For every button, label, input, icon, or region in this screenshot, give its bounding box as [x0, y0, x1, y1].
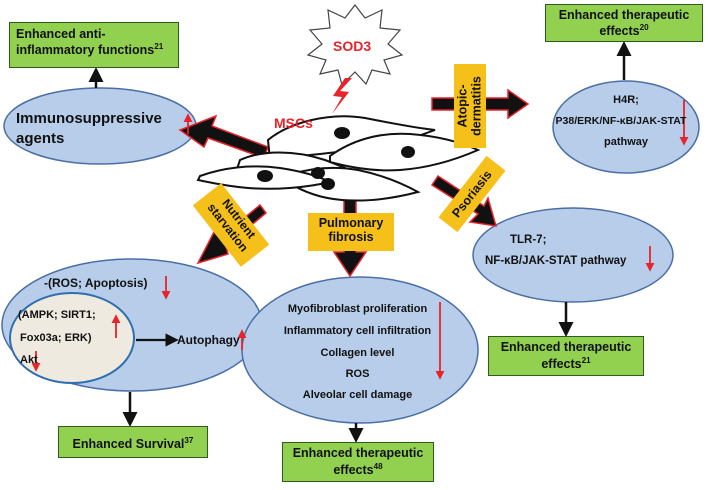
lightning-bolt — [332, 78, 352, 114]
pulmonary-outcome-line2: effects — [333, 462, 374, 477]
nutrient-inner-2: Fox03a; ERK) — [20, 332, 92, 344]
msc-nuclei — [257, 127, 415, 190]
psoriasis-outcome-line2: effects — [541, 356, 582, 371]
immuno-outcome-box: Enhanced anti- inflammatory functions21 — [9, 22, 179, 68]
atopic-pathway-ellipse — [552, 80, 700, 174]
pulmonary-outcome-line1: Enhanced therapeutic — [292, 446, 424, 460]
immuno-label-line1: Immunosuppressive — [16, 110, 162, 127]
immuno-outcome-line2: inflammatory functions — [16, 43, 155, 58]
pulmonary-effect-1: Myofibroblast proliferation — [287, 303, 428, 315]
nutrient-outcome-box: Enhanced Survival37 — [58, 426, 208, 458]
nutrient-outcome-text: Enhanced Survival — [72, 437, 185, 452]
pulmonary-effect-3: Collagen level — [320, 347, 395, 359]
atopic-condition-text: Atopic- dermatitis — [456, 76, 485, 136]
mscs-label: MSCs — [274, 115, 313, 131]
immuno-label-line2: agents — [16, 130, 65, 147]
sod3-starburst — [306, 4, 404, 87]
immuno-outcome-ref: 21 — [154, 42, 164, 51]
msc-cell — [266, 115, 436, 162]
pulmonary-effect-5: Alveolar cell damage — [302, 389, 413, 401]
atopic-outcome-line2: effects — [599, 24, 640, 39]
atopic-target-2: P38/ERK/NF-κB/JAK-STAT — [555, 115, 687, 127]
pulmonary-outcome-line2-wrap: effects48 — [287, 462, 429, 479]
atopic-target-1: H4R; — [613, 94, 639, 106]
pulmonary-outcome-ref: 48 — [373, 461, 383, 471]
nutrient-inner-1: (AMPK; SIRT1; — [18, 309, 96, 321]
nutrient-inner-3: Akt — [20, 354, 38, 366]
psoriasis-pathway-ellipse — [472, 207, 674, 303]
pulmonary-condition-line1: Pulmonary — [318, 216, 384, 230]
atopic-outcome-line1: Enhanced therapeutic — [558, 8, 690, 22]
sod3-label: SOD3 — [333, 38, 372, 54]
autophagy-label: Autophagy — [177, 333, 240, 347]
pulmonary-condition-box: Pulmonary fibrosis — [308, 213, 394, 251]
msc-cells — [196, 115, 481, 202]
pulmonary-effect-2: Inflammatory cell infiltration — [283, 325, 432, 337]
nutrient-outcome-ref: 37 — [184, 436, 194, 445]
psoriasis-outcome-ref: 21 — [581, 355, 591, 365]
psoriasis-outcome-line2-wrap: effects21 — [493, 356, 639, 373]
nutrient-inner-ellipse — [9, 292, 135, 384]
pulmonary-condition-line2: fibrosis — [328, 230, 374, 245]
nutrient-top-text: -(ROS; Apoptosis) — [44, 276, 148, 290]
atopic-outcome-ref: 20 — [639, 23, 649, 32]
pulmonary-effect-4: ROS — [345, 368, 370, 380]
atopic-condition-line2: dermatitis — [470, 76, 484, 136]
atopic-condition-box: Atopic- dermatitis — [454, 64, 486, 148]
psoriasis-outcome-line1: Enhanced therapeutic — [500, 340, 632, 354]
psoriasis-target-2: NF-κB/JAK-STAT pathway — [485, 255, 627, 267]
atopic-outcome-box: Enhanced therapeutic effects20 — [545, 4, 703, 42]
atopic-condition-line1: Atopic- — [455, 84, 470, 128]
psoriasis-outcome-box: Enhanced therapeutic effects21 — [488, 336, 644, 376]
immuno-outcome-line1: Enhanced anti- — [16, 27, 106, 41]
immuno-outcome-line2-wrap: inflammatory functions21 — [16, 42, 172, 58]
pulmonary-outcome-box: Enhanced therapeutic effects48 — [282, 442, 434, 482]
atopic-outcome-line2-wrap: effects20 — [550, 23, 698, 39]
psoriasis-target-1: TLR-7; — [510, 234, 547, 246]
atopic-target-3: pathway — [603, 136, 648, 148]
